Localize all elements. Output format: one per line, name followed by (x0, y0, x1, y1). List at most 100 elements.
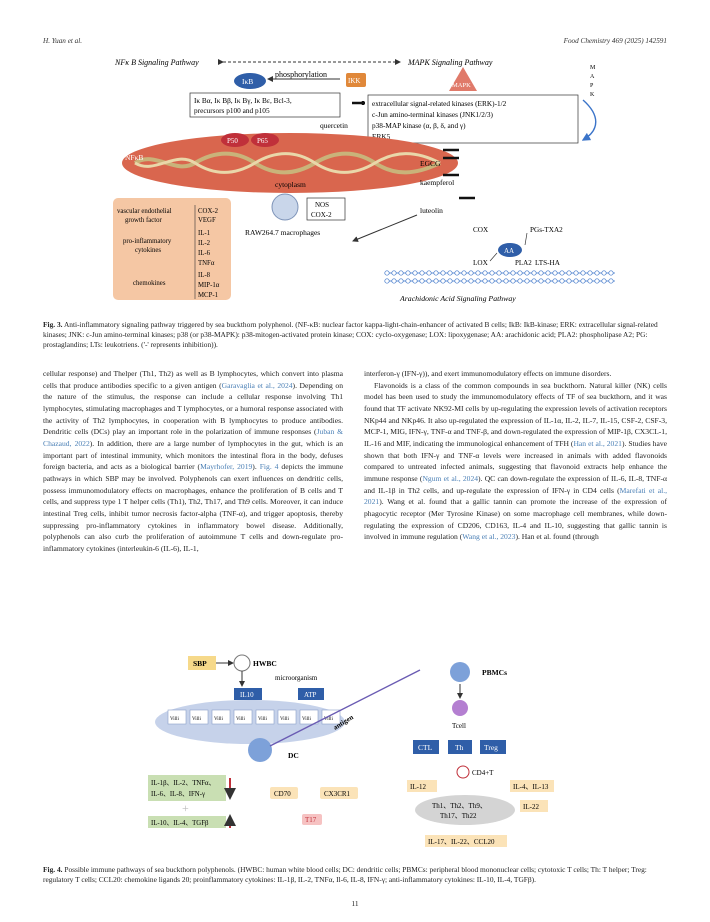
sbp-label: SBP (193, 659, 207, 668)
ref-marefati[interactable]: Marefati et al., 2021 (364, 485, 667, 507)
cox-label: COX (473, 226, 489, 234)
figure-3-caption: Fig. 3. Anti-inflammatory signaling path… (43, 320, 667, 350)
phosphorylation-label: phosphorylation (275, 70, 327, 79)
figure-4-caption-text: Possible immune pathways of sea buckthor… (43, 865, 647, 884)
il10-label: IL10 (240, 691, 254, 699)
lipid-head (433, 278, 439, 284)
cyto-up-line1: IL-1β、IL-2、TNFα、 (151, 780, 215, 787)
lipid-head (594, 278, 600, 284)
box-il1: IL-1 (198, 230, 210, 237)
lipid-head (517, 278, 523, 284)
lipid-head (517, 270, 523, 276)
lipid-head (524, 270, 530, 276)
mapk-list-erk: extracellular signal-related kinases (ER… (372, 99, 507, 108)
lipid-head (524, 278, 530, 284)
mapk-pathway-title: MAPK Signaling Pathway (407, 58, 493, 67)
ref-garavaglia[interactable]: Garavaglia et al., 2024 (221, 380, 293, 390)
microorganism-label: microorganism (275, 674, 318, 682)
villus-label: Villi (302, 717, 311, 722)
p65-label: P65 (257, 137, 268, 145)
pg-txa2-label: PGs-TXA2 (530, 226, 563, 234)
page-number: 11 (351, 899, 359, 908)
villus-cell (233, 709, 253, 725)
lipid-head (503, 278, 509, 284)
lipid-head (433, 270, 439, 276)
lipid-head (475, 278, 481, 284)
figure-3-caption-text: Anti-inflammatory signaling pathway trig… (43, 320, 658, 349)
t17-label: T17 (305, 816, 317, 824)
lipid-head (531, 278, 537, 284)
ikb-list-line2: precursors p100 and p105 (194, 106, 270, 115)
ref-han[interactable]: Han et al., 2021 (573, 438, 622, 448)
lipid-head (559, 278, 565, 284)
lipid-head (454, 270, 460, 276)
aa-label: AA (504, 247, 514, 255)
lipid-head (405, 278, 411, 284)
villus-label: Villi (236, 717, 245, 722)
il17-label: IL-17、IL-22、CCL20 (428, 838, 495, 846)
nfkb-label: NFκB (125, 153, 143, 162)
lipid-head (552, 270, 558, 276)
left-text-1: cellular response) and Thelper (Th1, Th2… (43, 369, 343, 390)
ref-juban[interactable]: Juban & Chazaud, 2022 (43, 427, 343, 448)
cyto-up-line2: IL-6、IL-8、IFN-γ (151, 791, 205, 798)
lipid-head (384, 270, 390, 276)
box-mip: MIP-1α (198, 282, 220, 289)
figure-3-caption-label: Fig. 3. (43, 320, 63, 329)
left-column: cellular response) and Thelper (Th1, Th2… (43, 368, 343, 555)
mapk-vertical-k: K (590, 92, 595, 98)
lipid-head (419, 278, 425, 284)
villus-label: Villi (192, 717, 201, 722)
lipid-head (608, 278, 614, 284)
quercetin-label: quercetin (320, 121, 348, 130)
ref-ngum[interactable]: Ngum et al., 2024 (422, 473, 479, 483)
nos-label: NOS (315, 201, 329, 209)
th-label: Th (455, 743, 464, 752)
lipid-head (461, 278, 467, 284)
hwbc-label: HWBC (253, 659, 277, 668)
lipid-head (538, 270, 544, 276)
th-subsets-line2: Th17、Th22 (440, 812, 477, 820)
lipid-head (482, 278, 488, 284)
lipid-head (566, 270, 572, 276)
right-text-4: ). Wang et al. found that a gallic tanni… (364, 497, 667, 542)
villus-label: Villi (258, 717, 267, 722)
p50-label: P50 (227, 137, 238, 145)
lipid-head (608, 270, 614, 276)
right-text-5: ). Han et al. found (through (515, 532, 599, 542)
lipid-head (510, 270, 516, 276)
il22-label: IL-22 (523, 803, 539, 811)
left-text-3: ). In addition, there are a large number… (43, 438, 343, 472)
lipid-head (461, 270, 467, 276)
dc-label: DC (288, 751, 299, 760)
lipid-head (538, 278, 544, 284)
figure-4-caption: Fig. 4. Possible immune pathways of sea … (43, 865, 667, 885)
lipid-head (426, 270, 432, 276)
ref-fig4[interactable]: Fig. 4 (259, 462, 279, 472)
lipid-head (398, 278, 404, 284)
mapk-vertical-a: A (590, 74, 595, 80)
lipid-head (447, 270, 453, 276)
lipid-head (398, 270, 404, 276)
lipid-head (531, 270, 537, 276)
box-tnfa: TNFα (198, 260, 215, 267)
lipid-head (468, 270, 474, 276)
kaempferol-label: kaempferol (420, 178, 454, 187)
box-row1-label2: growth factor (125, 217, 163, 224)
lipid-head (440, 270, 446, 276)
box-vegf-cox2: COX-2 (198, 208, 219, 215)
nfkb-pathway-title: NFκ B Signaling Pathway (114, 58, 199, 67)
right-column: interferon-γ (IFN-γ)), and exert immunom… (364, 368, 667, 543)
box-row1-label1: vascular endothelial (117, 208, 172, 215)
lipid-head (496, 270, 502, 276)
lipid-head (391, 270, 397, 276)
cytoplasm-label: cytoplasm (275, 180, 306, 189)
ref-mayrhofer[interactable]: Mayrhofer, 2019 (200, 462, 253, 472)
mapk-vertical-m: M (590, 65, 596, 71)
ref-wang[interactable]: Wang et al., 2023 (462, 532, 516, 542)
villus-label: Villi (214, 717, 223, 722)
cyto-down-line: IL-10、IL-4、TGFβ (151, 820, 209, 827)
treg-label: Treg (484, 743, 498, 752)
lipid-head (573, 278, 579, 284)
luteolin-label: luteolin (420, 206, 443, 215)
